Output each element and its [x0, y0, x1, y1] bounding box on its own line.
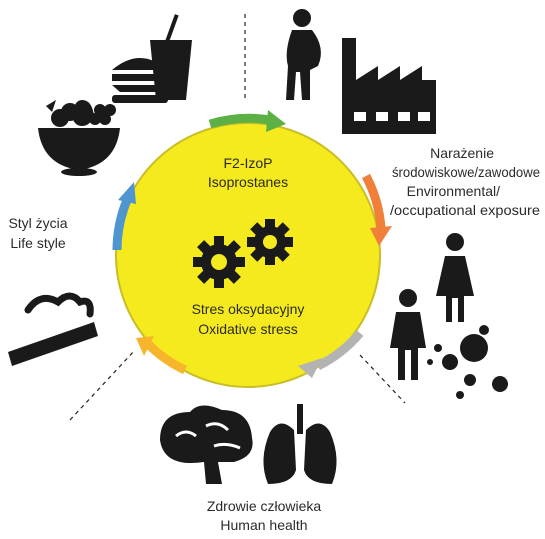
- man-icon: [390, 289, 426, 380]
- separator-lines: [69, 14, 406, 421]
- cigarette-icon: [8, 292, 98, 366]
- health-line1: Zdrowie człowieka: [207, 498, 322, 514]
- particles-icon: [427, 325, 508, 399]
- lifestyle-line1: Styl życia: [8, 215, 67, 231]
- lifestyle-line2: Life style: [10, 235, 65, 251]
- environment-line2: środowiskowe/zawodowe: [392, 164, 540, 180]
- separator-bottom-left: [69, 349, 136, 421]
- environment-label: Narażenie środowiskowe/zawodowe Environm…: [390, 145, 540, 218]
- fruit-bowl-icon: [38, 100, 120, 176]
- center-top-line1: F2-IzoP: [223, 155, 272, 171]
- arrow-gray-head: [298, 358, 322, 378]
- health-line2: Human health: [220, 517, 307, 533]
- arrow-orange-head: [370, 226, 392, 246]
- separator-bottom-right: [359, 354, 406, 404]
- lungs-icon: [263, 404, 337, 484]
- arrow-gray: [315, 330, 364, 371]
- fast-food-icon: [112, 14, 192, 103]
- woman-icon: [436, 233, 474, 322]
- center-top-line2: Isoprostanes: [208, 174, 288, 190]
- center-top-label: F2-IzoP Isoprostanes: [208, 155, 288, 190]
- health-label: Zdrowie człowieka Human health: [207, 498, 322, 533]
- environment-line3: Environmental/: [407, 183, 500, 199]
- center-bottom-line2: Oxidative stress: [198, 321, 298, 337]
- environment-line1: Narażenie: [430, 145, 494, 161]
- lifestyle-label: Styl życia Life style: [8, 215, 67, 251]
- arrow-blue-head: [118, 182, 136, 204]
- pregnant-woman-icon: [286, 9, 321, 100]
- arrow-yellow-head: [136, 336, 154, 356]
- environment-line4: /occupational exposure: [390, 202, 540, 218]
- arrow-blue: [112, 198, 132, 251]
- brain-icon: [160, 405, 253, 484]
- arrow-green: [208, 113, 271, 129]
- center-bottom-label: Stres oksydacyjny Oxidative stress: [192, 301, 305, 337]
- gears-icon: [193, 219, 293, 288]
- factory-icon: [342, 38, 436, 134]
- arrow-orange: [361, 173, 386, 229]
- cycle-arrows: [112, 110, 392, 378]
- oxidative-stress-circle: [115, 122, 381, 388]
- arrow-green-head: [266, 110, 286, 132]
- center-bottom-line1: Stres oksydacyjny: [192, 301, 305, 317]
